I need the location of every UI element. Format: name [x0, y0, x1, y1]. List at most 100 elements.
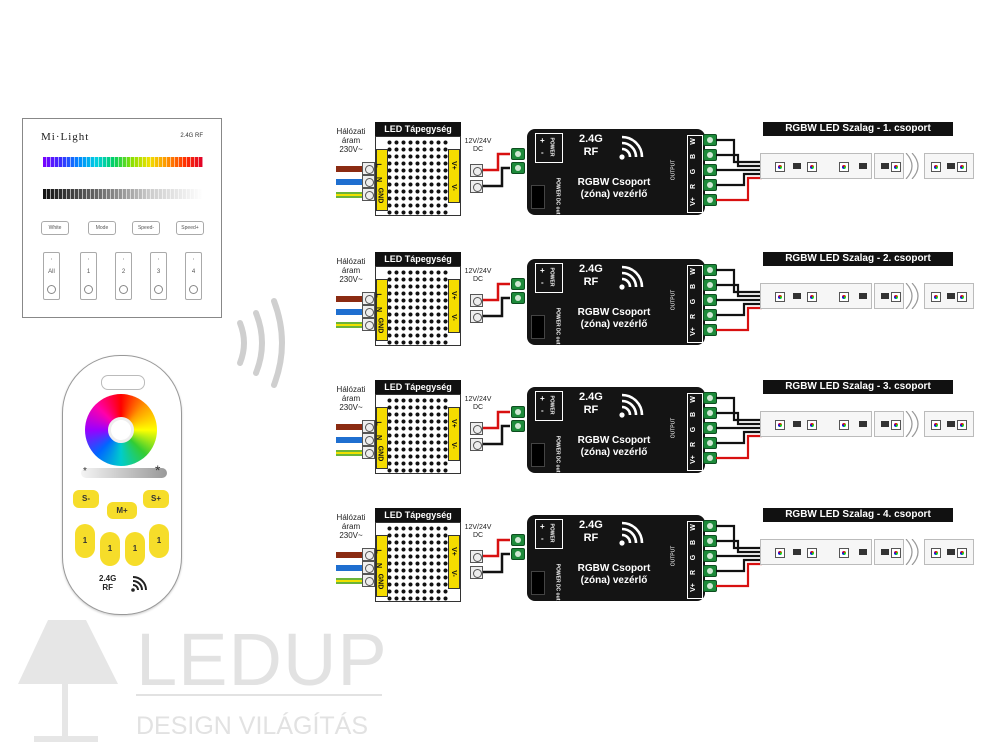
power-dc-out-label: POWER DC out: [554, 563, 561, 601]
zone-switch-on-mark: I: [123, 257, 124, 261]
psu-terminal: [362, 561, 375, 574]
output-wire: [716, 430, 762, 445]
led-chip: [775, 548, 785, 558]
output-terminal: [703, 452, 717, 464]
resistor: [793, 163, 801, 169]
led-chip: [931, 420, 941, 430]
psu-terminal: [470, 422, 483, 435]
speed-plus-button[interactable]: Speed+: [176, 221, 204, 235]
output-terminal: [703, 407, 717, 419]
output-terminal: [703, 535, 717, 547]
controller-rf-line2: RF: [583, 404, 599, 416]
power-slider-button[interactable]: [101, 375, 145, 390]
controller-rf-line2: RF: [583, 532, 599, 544]
zone-1-button[interactable]: 1: [75, 524, 95, 558]
mains-label-line3: 230V~: [339, 145, 363, 154]
output-terminal: [703, 149, 717, 161]
led-chip: [891, 162, 901, 172]
output-red-wire: [716, 562, 762, 588]
resistor: [947, 293, 955, 299]
wireless-icon: [619, 265, 644, 290]
dc-voltage-label: 12V/24V DC: [461, 138, 495, 154]
channel-r-label: R: [690, 183, 698, 190]
output-label: OUTPUT: [670, 159, 677, 181]
speed-plus-button[interactable]: S+: [143, 490, 169, 508]
led-chip: [957, 162, 967, 172]
power-dc-out-box: POWER DC out: [531, 308, 561, 344]
dc-voltage-line1: 12V/24V: [464, 396, 492, 403]
psu-terminal: [470, 310, 483, 323]
psu-n-label: N: [375, 434, 383, 441]
output-channel-box: W B G R V+: [687, 265, 703, 343]
power-label: POWER: [548, 267, 555, 287]
wiring-row-2: Hálózati áram 230V~ LED Tápegység L N GN…: [330, 252, 974, 362]
plus-label: +: [540, 136, 545, 145]
speed-minus-button[interactable]: Speed-: [132, 221, 160, 235]
speed-minus-button[interactable]: S-: [73, 490, 99, 508]
led-chip: [807, 292, 817, 302]
mains-wires: [336, 552, 370, 584]
zone-switch-on-mark: I: [193, 257, 194, 261]
power-dc-out-label: POWER DC out: [554, 435, 561, 473]
mode-plus-button[interactable]: M+: [107, 502, 137, 519]
zone-2-button[interactable]: 1: [100, 532, 120, 566]
output-channel-box: W B G R V+: [687, 393, 703, 471]
mains-label: Hálózati áram 230V~: [332, 385, 370, 412]
channel-g-label: G: [690, 298, 698, 305]
dc-black-wire: [483, 552, 510, 574]
strip-segment: [874, 153, 904, 179]
brightness-touch-slider[interactable]: [43, 189, 203, 199]
dc-voltage-label: 12V/24V DC: [461, 396, 495, 412]
led-chip: [775, 292, 785, 302]
psu-terminal: [470, 180, 483, 193]
wheel-center-button[interactable]: [108, 417, 134, 443]
led-chip: [931, 292, 941, 302]
dc-out-jack: [531, 185, 545, 209]
psu-terminal: [470, 438, 483, 451]
color-wheel[interactable]: [85, 394, 157, 466]
resistor: [793, 421, 801, 427]
mode-button[interactable]: Mode: [88, 221, 116, 235]
dc-black-wire: [483, 296, 510, 318]
psu-vminus-label: V-: [449, 570, 457, 577]
strip-segment: [924, 539, 974, 565]
psu-terminal: [470, 550, 483, 563]
mains-label-line1: Hálózati: [336, 513, 366, 522]
power-input-box: + - POWER: [535, 519, 563, 549]
strip-segment: [874, 539, 904, 565]
psu-terminal: [470, 566, 483, 579]
mains-label: Hálózati áram 230V~: [332, 127, 370, 154]
strip-segment: [760, 153, 872, 179]
mains-label-line2: áram: [341, 136, 361, 145]
brightness-arc-slider[interactable]: [81, 468, 167, 478]
led-chip: [891, 548, 901, 558]
output-wire: [716, 302, 762, 317]
mains-label: Hálózati áram 230V~: [332, 513, 370, 540]
brown-wire: [336, 166, 370, 172]
bright-star-icon: *: [155, 462, 161, 478]
resistor: [859, 163, 867, 169]
mains-label-line2: áram: [341, 394, 361, 403]
zone-4-button[interactable]: 1: [149, 524, 169, 558]
wiring-row-1: Hálózati áram 230V~ LED Tápegység L N GN…: [330, 122, 974, 232]
color-touch-slider[interactable]: [43, 157, 203, 167]
mains-label-line2: áram: [341, 522, 361, 531]
zone-3-button[interactable]: 1: [125, 532, 145, 566]
minus-label: -: [541, 278, 544, 287]
controller-rf-line1: 2.4G: [579, 391, 603, 403]
controller-input-terminal: [511, 406, 525, 418]
rgbw-zone-controller: + - POWER POWER DC out 2.4G RF RGBW Csop…: [527, 259, 705, 345]
output-label: OUTPUT: [670, 417, 677, 439]
wireless-waves-icon: [237, 298, 285, 388]
psu-vent-grid: [386, 139, 448, 215]
rgbw-zone-controller: + - POWER POWER DC out 2.4G RF RGBW Csop…: [527, 387, 705, 473]
channel-r-label: R: [690, 441, 698, 448]
white-button[interactable]: White: [41, 221, 69, 235]
wireless-icon: [131, 576, 147, 592]
